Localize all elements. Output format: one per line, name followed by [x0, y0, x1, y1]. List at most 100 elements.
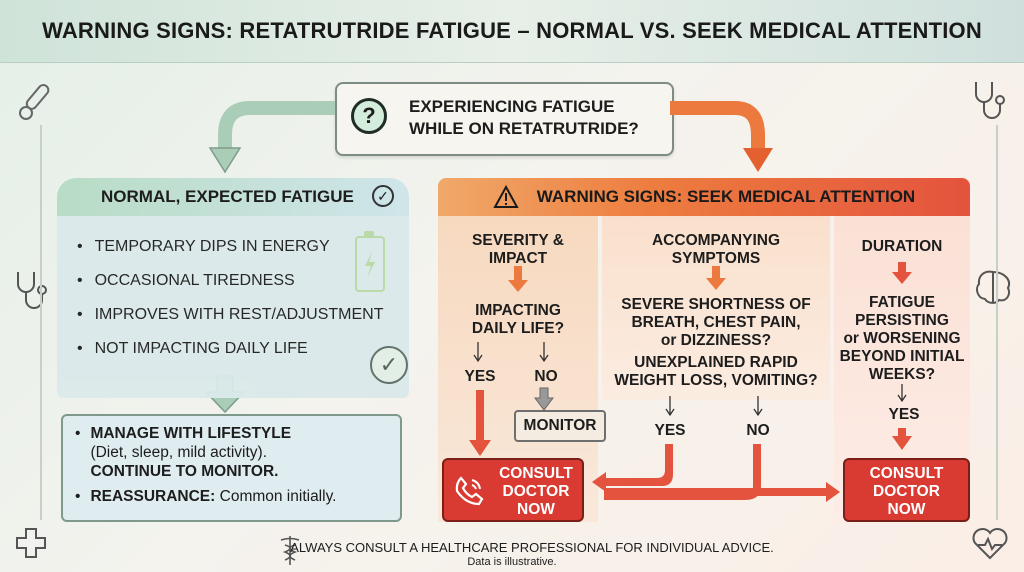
battery-icon [355, 236, 385, 292]
duration-q-line-3: or WORSENING [843, 330, 961, 347]
arrow-duration-yes [892, 428, 912, 450]
question-line-1: EXPERIENCING FATIGUE [409, 97, 615, 116]
arrow-down-small [897, 384, 907, 403]
arrow-severity [508, 266, 528, 292]
duration-title: DURATION [861, 238, 943, 255]
arrow-head [208, 147, 242, 174]
stethoscope-icon [975, 82, 1005, 119]
arrow-down-small [539, 342, 549, 363]
symptoms-q1-line-1: SEVERE SHORTNESS OF [621, 296, 811, 313]
footer-note: Data is illustrative. [467, 556, 557, 568]
duration-question: FATIGUE PERSISTING or WORSENING BEYOND I… [834, 294, 970, 384]
consult-line-2: DOCTOR [873, 483, 940, 500]
severity-question-line-2: DAILY LIFE? [471, 320, 565, 337]
symptoms-title-line-1: ACCOMPANYING [651, 232, 781, 249]
symptoms-column [602, 216, 830, 400]
consult-line-3: NOW [517, 501, 555, 518]
warning-header: WARNING SIGNS: SEEK MEDICAL ATTENTION [438, 178, 970, 216]
arrow-to-normal [218, 101, 335, 150]
symptoms-q1-line-3: or DIZZINESS? [660, 332, 772, 349]
arrow-duration [892, 262, 912, 284]
check-icon: ✓ [372, 185, 394, 207]
consult-label-left: CONSULT DOCTOR NOW [490, 465, 582, 519]
manage-list: MANAGE WITH LIFESTYLE (Diet, sleep, mild… [75, 424, 336, 510]
heart-pulse-icon [972, 528, 1008, 560]
duration-q-line-5: WEEKS? [868, 366, 936, 383]
severity-question: IMPACTING DAILY LIFE? [438, 302, 598, 338]
caduceus-icon [280, 536, 300, 565]
arrow-head [743, 148, 773, 172]
arrow-no-monitor [534, 387, 554, 411]
manage-detail: (Diet, sleep, mild activity). [90, 444, 268, 461]
manage-bold-2: CONTINUE TO MONITOR. [90, 463, 279, 480]
list-item: OCCASIONAL TIREDNESS [77, 264, 384, 298]
symptoms-q1-line-2: BREATH, CHEST PAIN, [631, 314, 801, 331]
symptoms-q2-line-1: UNEXPLAINED RAPID [634, 354, 798, 371]
arrow-down-small [473, 342, 483, 363]
question-mark-icon: ? [351, 98, 387, 134]
arrow-down-small [665, 396, 675, 417]
consult-label-right: CONSULT DOCTOR NOW [845, 465, 968, 519]
right-divider-line [996, 125, 998, 520]
list-item: MANAGE WITH LIFESTYLE (Diet, sleep, mild… [75, 424, 336, 481]
duration-yes: YES [888, 406, 920, 423]
symptoms-title: ACCOMPANYING SYMPTOMS [602, 232, 830, 268]
manage-box: MANAGE WITH LIFESTYLE (Diet, sleep, mild… [61, 414, 402, 522]
reassurance-label: REASSURANCE: [90, 488, 216, 505]
phone-icon [455, 476, 484, 506]
arrow-symptoms-yes [592, 444, 673, 492]
normal-fatigue-header: NORMAL, EXPECTED FATIGUE ✓ [57, 178, 409, 216]
arrow-symptoms [706, 266, 726, 290]
severity-title-line-1: SEVERITY & [472, 232, 564, 249]
duration-q-line-2: PERSISTING [855, 312, 949, 329]
severity-no: NO [534, 368, 558, 385]
arrow-down-small [753, 396, 763, 417]
brain-icon [976, 270, 1010, 304]
left-divider-line [40, 125, 42, 520]
list-item: REASSURANCE: Common initially. [75, 487, 336, 506]
warning-triangle-icon [493, 185, 519, 208]
duration-q-line-4: BEYOND INITIAL [839, 348, 965, 365]
warning-header-label: WARNING SIGNS: SEEK MEDICAL ATTENTION [536, 187, 916, 206]
symptoms-question-2: UNEXPLAINED RAPID WEIGHT LOSS, VOMITING? [602, 354, 830, 390]
arrow-yes-consult [469, 390, 491, 456]
consult-line-1: CONSULT [499, 465, 573, 482]
question-line-2: WHILE ON RETATRUTRIDE? [409, 119, 639, 138]
check-circle-icon: ✓ [370, 346, 408, 384]
normal-header-label: NORMAL, EXPECTED FATIGUE [101, 187, 354, 206]
consult-doctor-now-left: CONSULT DOCTOR NOW [442, 458, 584, 522]
manage-bold: MANAGE WITH LIFESTYLE [90, 425, 292, 442]
severity-title: SEVERITY & IMPACT [438, 232, 598, 268]
thermometer-icon [19, 84, 50, 120]
symptoms-no: NO [746, 422, 770, 439]
symptoms-q2-line-2: WEIGHT LOSS, VOMITING? [614, 372, 818, 389]
battery-cap [364, 231, 374, 236]
reassurance-detail: Common initially. [219, 488, 337, 505]
consult-doctor-now-right: CONSULT DOCTOR NOW [843, 458, 970, 522]
consult-line-2: DOCTOR [502, 483, 570, 500]
severity-title-line-2: IMPACT [488, 250, 548, 267]
arrow-to-consult-right [604, 482, 840, 502]
normal-list: TEMPORARY DIPS IN ENERGY OCCASIONAL TIRE… [77, 230, 384, 366]
list-item: NOT IMPACTING DAILY LIFE [77, 332, 384, 366]
medical-cross-icon [16, 528, 46, 558]
footer-disclaimer: ALWAYS CONSULT A HEALTHCARE PROFESSIONAL… [290, 540, 774, 555]
list-item: IMPROVES WITH REST/ADJUSTMENT [77, 298, 384, 332]
symptoms-title-line-2: SYMPTOMS [671, 250, 761, 267]
consult-line-3: NOW [887, 501, 926, 518]
severity-yes: YES [464, 368, 496, 385]
question-text: EXPERIENCING FATIGUE WHILE ON RETATRUTRI… [409, 96, 639, 140]
page-title: WARNING SIGNS: RETATRUTRIDE FATIGUE – NO… [42, 18, 982, 43]
page-header: WARNING SIGNS: RETATRUTRIDE FATIGUE – NO… [0, 0, 1024, 63]
normal-fatigue-body: TEMPORARY DIPS IN ENERGY OCCASIONAL TIRE… [57, 216, 409, 398]
consult-line-1: CONSULT [869, 465, 944, 482]
severity-question-line-1: IMPACTING [475, 302, 561, 319]
arrow-to-warning [670, 101, 765, 150]
list-item: TEMPORARY DIPS IN ENERGY [77, 230, 384, 264]
symptoms-question-1: SEVERE SHORTNESS OF BREATH, CHEST PAIN, … [602, 296, 830, 350]
duration-q-line-1: FATIGUE [868, 294, 936, 311]
question-box: ? EXPERIENCING FATIGUE WHILE ON RETATRUT… [335, 82, 674, 156]
symptoms-yes: YES [654, 422, 686, 439]
monitor-box: MONITOR [514, 410, 606, 442]
